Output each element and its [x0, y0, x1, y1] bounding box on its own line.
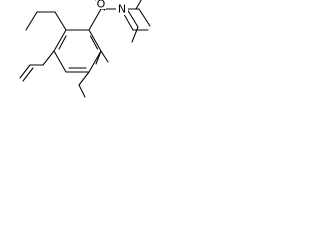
- ring-double-bond: [89, 35, 99, 50]
- benzene-ring: [53, 29, 102, 73]
- ring-bond: [88, 29, 102, 52]
- ethyl-bond: [78, 84, 86, 98]
- nitrogen-label: N: [118, 3, 126, 16]
- allyl-bond: [42, 50, 55, 66]
- n-ethyl-bond: [126, 8, 139, 28]
- oxygen-label: O: [97, 0, 106, 11]
- ethyl-bond: [78, 71, 90, 86]
- chemical-structure-diagram: O N: [19, 0, 151, 98]
- n-ethyl-bond: [138, 8, 151, 27]
- propyl-bond: [25, 11, 38, 31]
- n-substituents: [126, 8, 151, 43]
- ring-double-bond: [58, 35, 67, 50]
- atom-label-nitrogen: N: [116, 3, 128, 16]
- ring-bond: [53, 50, 67, 73]
- allyl-double-bond: [22, 67, 34, 82]
- atom-label-oxygen: O: [96, 0, 106, 11]
- propyl-substituent: [25, 11, 67, 31]
- allyl-double-bond: [19, 64, 31, 79]
- carbonyl-carbon-bond: [88, 8, 102, 31]
- propyl-bond: [54, 11, 67, 31]
- n-ethyl-bond: [135, 0, 142, 10]
- methyl-bond: [95, 50, 102, 65]
- n-ethyl-bond: [131, 26, 139, 43]
- ring-bond: [53, 29, 67, 52]
- ethyl-substituent: [78, 71, 90, 98]
- allyl-substituent: [19, 50, 55, 82]
- ring-bond: [88, 50, 102, 73]
- methyl-bond: [100, 50, 109, 63]
